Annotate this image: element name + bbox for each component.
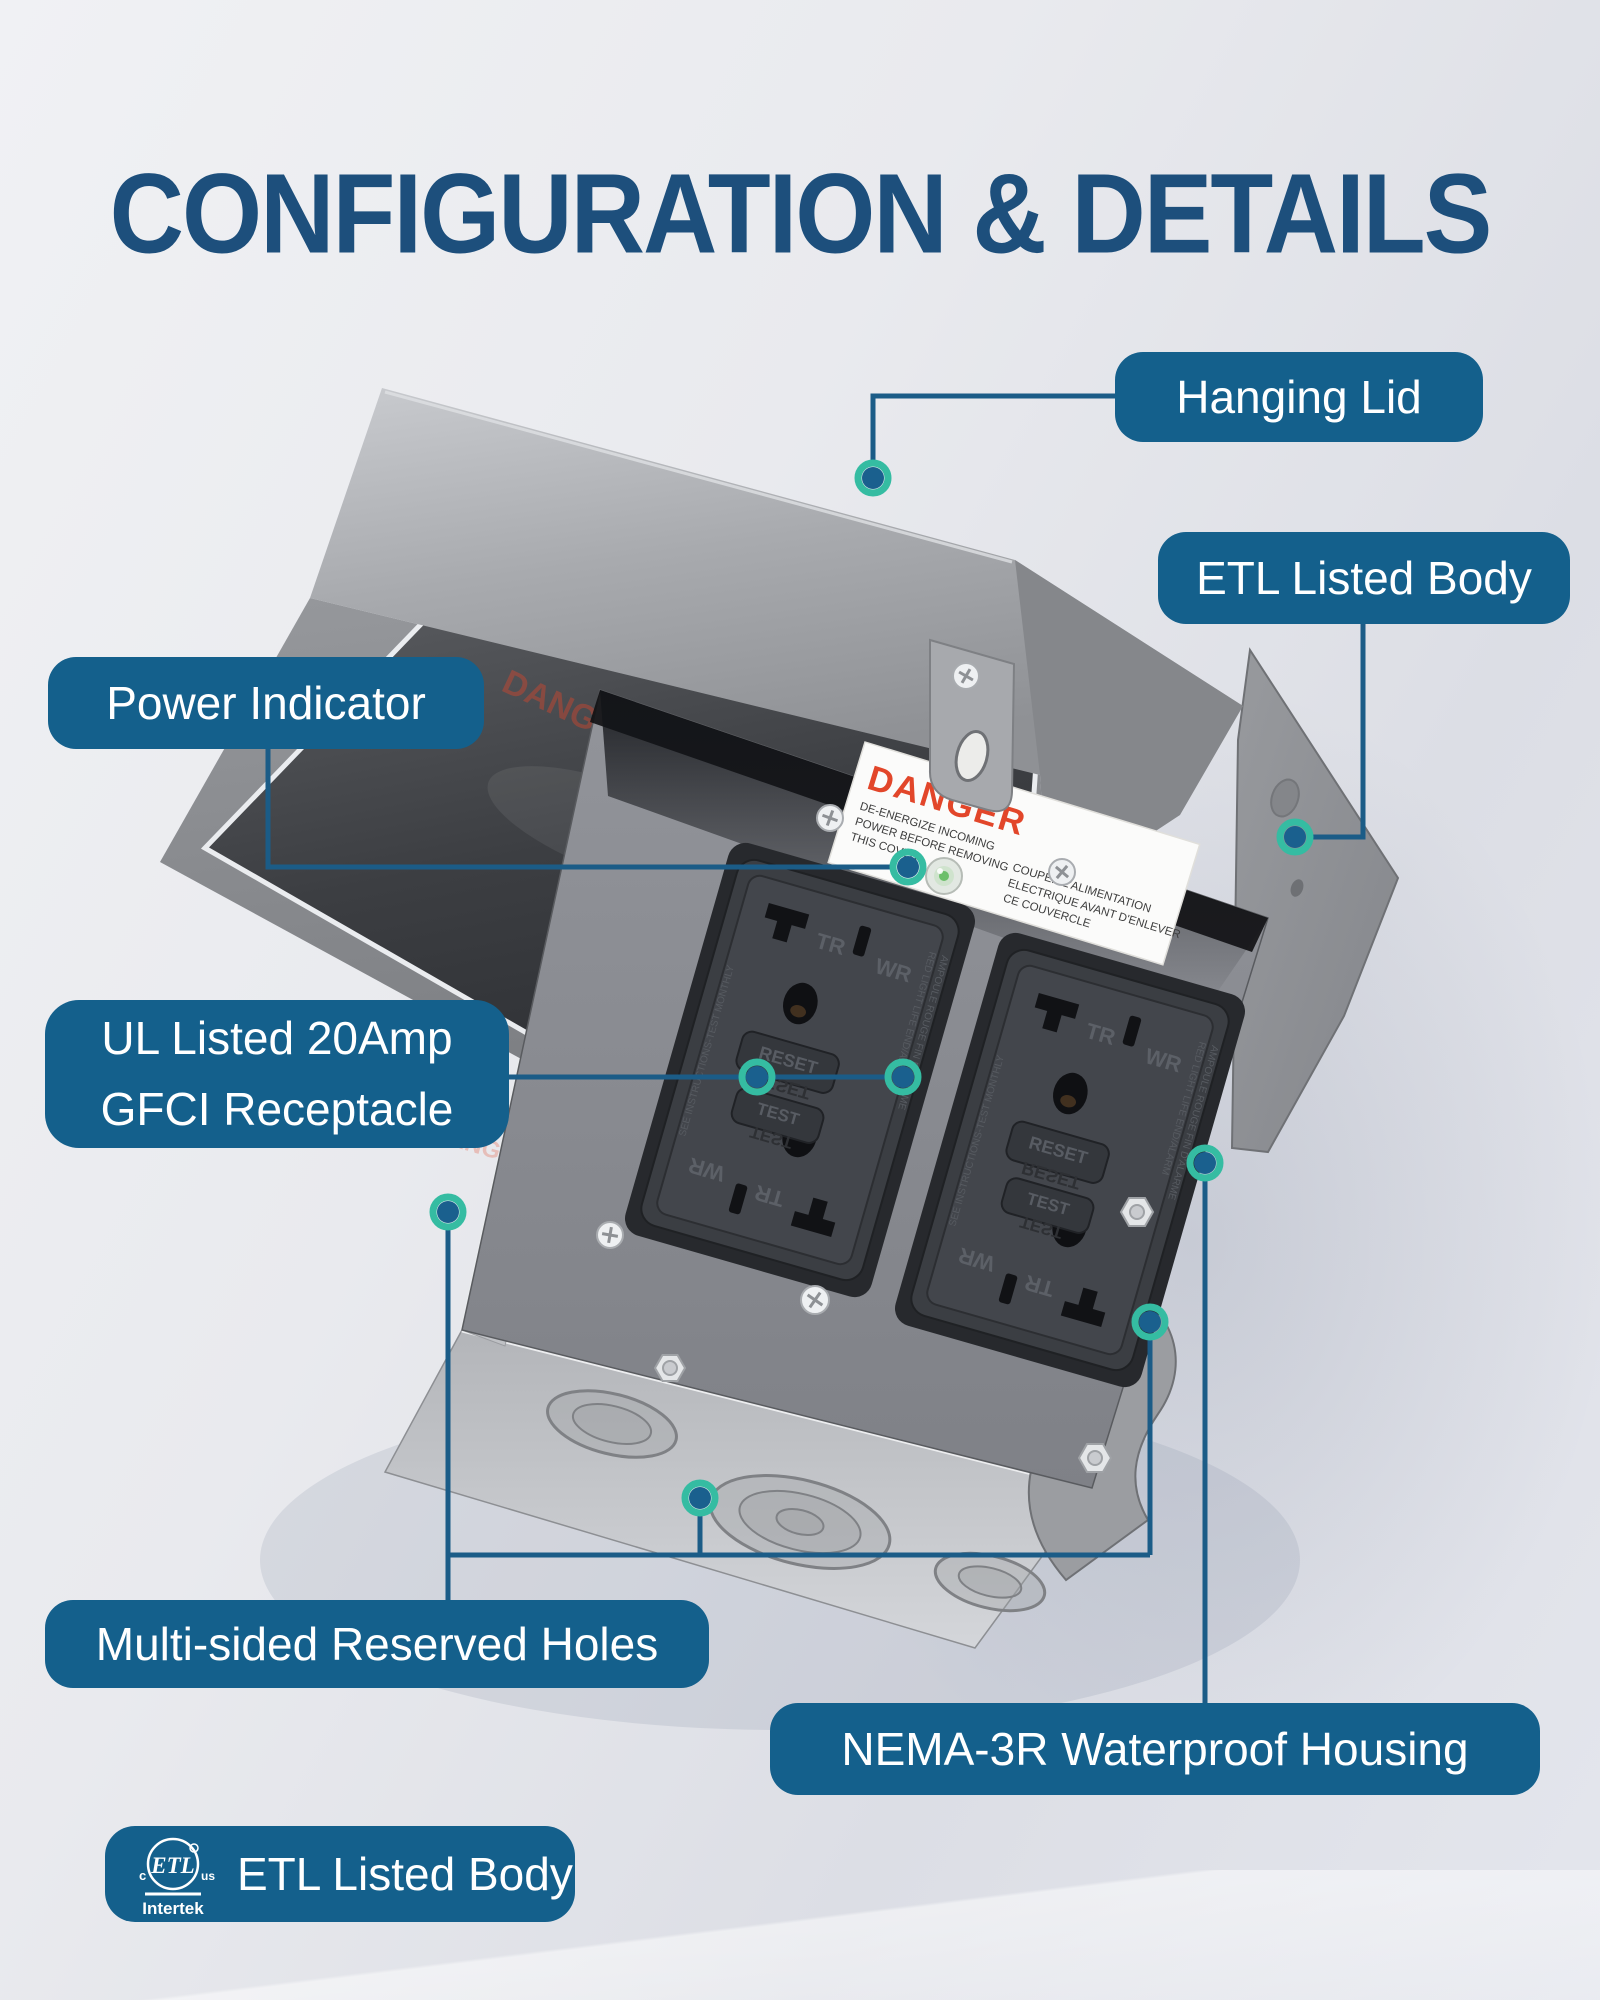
face-screws: [596, 804, 1076, 1315]
dot-hanging-lid: [854, 459, 892, 497]
right-mounting-flange: [1230, 647, 1400, 1154]
page-title: CONFIGURATION & DETAILS: [109, 150, 1493, 277]
callout-label-line2: GFCI Receptacle: [100, 1083, 454, 1135]
badge-label: ETL Listed Body: [237, 1847, 573, 1900]
dot-gfci-2: [884, 1058, 922, 1096]
connector-etl-body: [1313, 622, 1366, 840]
knockout-hole: [708, 1474, 892, 1570]
callout-reserved-holes: Multi-sided Reserved Holes: [45, 1600, 709, 1688]
callout-connectors: [265, 393, 1366, 1703]
callout-label: NEMA-3R Waterproof Housing: [841, 1722, 1469, 1775]
etl-certification-badge: ETL c us Intertek ETL Listed Body: [105, 1826, 575, 1922]
dot-reserved-holes-bottom: [681, 1479, 719, 1517]
knockout-hole: [933, 1551, 1047, 1613]
box-bottom-face: [383, 1327, 1094, 1649]
callout-hanging-lid: Hanging Lid: [1115, 352, 1483, 442]
bracket-hole: [954, 730, 990, 782]
knockout-hole: [546, 1389, 678, 1459]
callout-dots: [429, 459, 1314, 1517]
etl-logo-main: ETL: [150, 1853, 194, 1878]
etl-logo-c: c: [139, 1868, 146, 1883]
etl-logo-intertek: Intertek: [142, 1899, 204, 1918]
callout-label: Multi-sided Reserved Holes: [95, 1617, 659, 1670]
dot-gfci-1: [738, 1058, 776, 1096]
dot-reserved-holes-right: [1131, 1303, 1169, 1341]
dot-nema-housing: [1186, 1144, 1224, 1182]
callout-etl-listed-body: ETL Listed Body: [1158, 532, 1570, 624]
power-indicator-led: [925, 857, 963, 895]
callout-power-indicator: Power Indicator: [48, 657, 484, 749]
etl-logo-us: us: [201, 1869, 215, 1883]
callout-label: Power Indicator: [106, 676, 426, 729]
connector-reserved-holes: [445, 1226, 1153, 1600]
dot-power-indicator: [889, 848, 927, 886]
etl-intertek-logo: ETL c us Intertek: [139, 1837, 215, 1918]
callout-gfci-receptacle: UL Listed 20Amp GFCI Receptacle: [45, 1000, 509, 1148]
callout-label-line1: UL Listed 20Amp: [101, 1011, 453, 1064]
callout-label: Hanging Lid: [1176, 370, 1422, 423]
dot-etl-body: [1276, 818, 1314, 856]
screw: [952, 662, 980, 690]
callout-label: ETL Listed Body: [1196, 551, 1532, 604]
connector-power-indicator: [265, 749, 894, 870]
dot-reserved-holes-left: [429, 1193, 467, 1231]
connector-hanging-lid: [870, 393, 1115, 466]
callout-nema-housing: NEMA-3R Waterproof Housing: [770, 1703, 1540, 1795]
lid-hanging-bracket: [928, 638, 1016, 813]
